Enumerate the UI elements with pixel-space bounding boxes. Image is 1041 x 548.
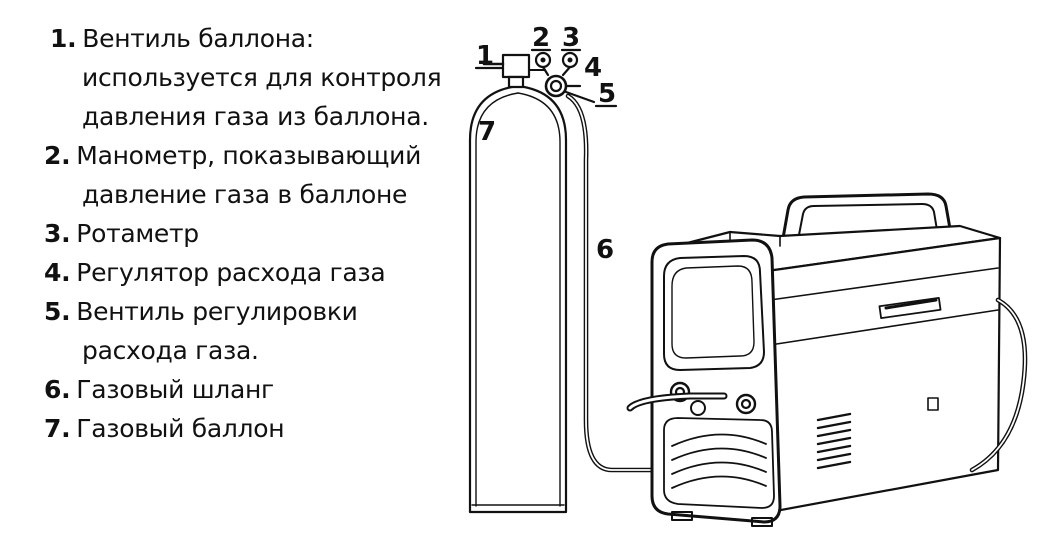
legend-text-2-line-2: давление газа в баллоне — [82, 180, 408, 209]
legend-text-7: Газовый баллон — [76, 414, 285, 443]
legend-number-5: 5. — [44, 297, 71, 326]
callout-4: 4 — [584, 53, 602, 83]
legend-item-7: 7.Газовый баллон — [44, 414, 285, 444]
legend-text-5-line-1: Вентиль регулировки — [76, 297, 358, 326]
callout-2: 2 — [532, 23, 550, 53]
cylinder-valve — [482, 53, 546, 89]
callout-6: 6 — [596, 235, 614, 265]
gas-regulator — [544, 74, 596, 104]
welding-setup-diagram: 1 2 3 4 5 6 7 — [440, 0, 1041, 548]
legend-text-5-line-2: расхода газа. — [82, 336, 259, 365]
gas-cylinder — [468, 84, 568, 514]
legend-number-2: 2. — [44, 141, 71, 170]
legend-text-1-line-2: используется для контроля — [82, 63, 442, 92]
legend-list: 1.Вентиль баллона: используется для конт… — [0, 0, 442, 548]
legend-item-4: 4.Регулятор расхода газа — [44, 258, 386, 288]
legend-item-5: 5.Вентиль регулировки — [44, 297, 358, 327]
legend-text-6: Газовый шланг — [76, 375, 274, 404]
pressure-gauge — [534, 51, 552, 77]
legend-number-7: 7. — [44, 414, 71, 443]
legend-text-2-line-1: Манометр, показывающий — [76, 141, 422, 170]
legend-text-4: Регулятор расхода газа — [76, 258, 386, 287]
legend-number-3: 3. — [44, 219, 71, 248]
legend-text-3: Ротаметр — [76, 219, 199, 248]
legend-item-2: 2.Манометр, показывающий — [44, 141, 421, 171]
legend-item-1: 1.Вентиль баллона: — [50, 24, 314, 54]
legend-number-4: 4. — [44, 258, 71, 287]
legend-item-3: 3.Ротаметр — [44, 219, 199, 249]
welding-machine — [626, 192, 1028, 527]
legend-text-1-line-3: давления газа из баллона. — [82, 102, 429, 131]
rotameter — [561, 51, 579, 77]
machine-vents — [816, 412, 852, 470]
callout-1: 1 — [476, 41, 494, 71]
legend-number-6: 6. — [44, 375, 71, 404]
legend-item-6: 6.Газовый шланг — [44, 375, 274, 405]
fan-grille — [663, 417, 775, 509]
legend-number-1: 1. — [50, 24, 77, 53]
legend-text-1-line-1: Вентиль баллона: — [82, 24, 314, 53]
callout-5: 5 — [598, 79, 616, 109]
gas-hose — [565, 93, 663, 473]
callout-7: 7 — [478, 117, 496, 147]
callout-3: 3 — [562, 23, 580, 53]
